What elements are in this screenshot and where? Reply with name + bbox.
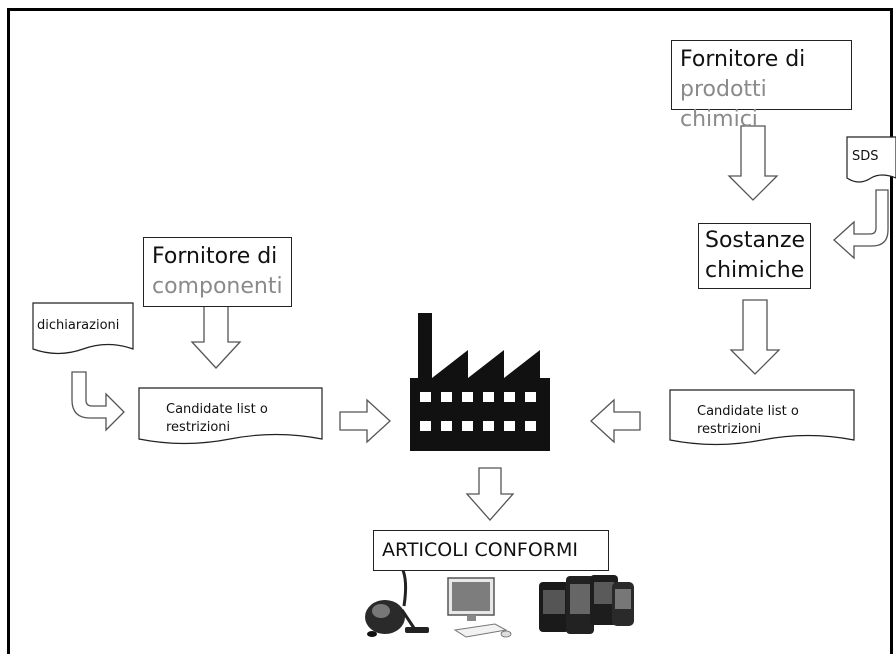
vacuum-cleaner-icon	[365, 565, 429, 637]
left-list-doc-shape	[138, 387, 323, 445]
sds-doc-shape	[846, 136, 896, 183]
arrow-left-list-to-factory	[339, 398, 391, 444]
declarations-doc-shape	[32, 302, 134, 355]
substances-line1: Sostanze	[705, 228, 806, 253]
arrow-right-list-to-factory	[590, 398, 641, 444]
supplier-chemicals-line2: prodotti chimici	[680, 77, 767, 132]
substances-box: Sostanze chimiche	[698, 223, 811, 289]
supplier-components-line1: Fornitore di	[152, 244, 278, 269]
arrow-substances-down	[729, 299, 781, 375]
supplier-chemicals-line1: Fornitore di	[680, 47, 806, 72]
right-list-doc-shape	[669, 389, 855, 446]
sds-label: SDS	[852, 149, 879, 164]
substances-line2: chimiche	[705, 258, 805, 283]
desktop-computer-icon	[447, 577, 512, 638]
left-list-label: Candidate list o restrizioni	[166, 401, 268, 437]
left-list-line2: restrizioni	[166, 420, 231, 435]
arrow-sds-bent	[833, 189, 889, 260]
arrow-chemicals-down	[727, 125, 779, 201]
smartphones-icon	[539, 575, 634, 634]
arrow-declarations-bent	[71, 371, 125, 432]
supplier-components-box: Fornitore di componenti	[143, 237, 292, 307]
arrow-factory-down	[465, 467, 515, 521]
right-list-line2: restrizioni	[697, 422, 762, 437]
factory-icon	[410, 313, 550, 451]
left-list-line1: Candidate list o	[166, 402, 268, 417]
declarations-label: dichiarazioni	[37, 318, 120, 333]
right-list-line1: Candidate list o	[697, 404, 799, 419]
diagram-frame	[7, 8, 893, 654]
right-list-label: Candidate list o restrizioni	[697, 403, 799, 439]
supplier-chemicals-box: Fornitore di prodotti chimici	[671, 40, 852, 132]
output-box: ARTICOLI CONFORMI	[373, 530, 609, 571]
supplier-components-line2: componenti	[152, 274, 283, 299]
